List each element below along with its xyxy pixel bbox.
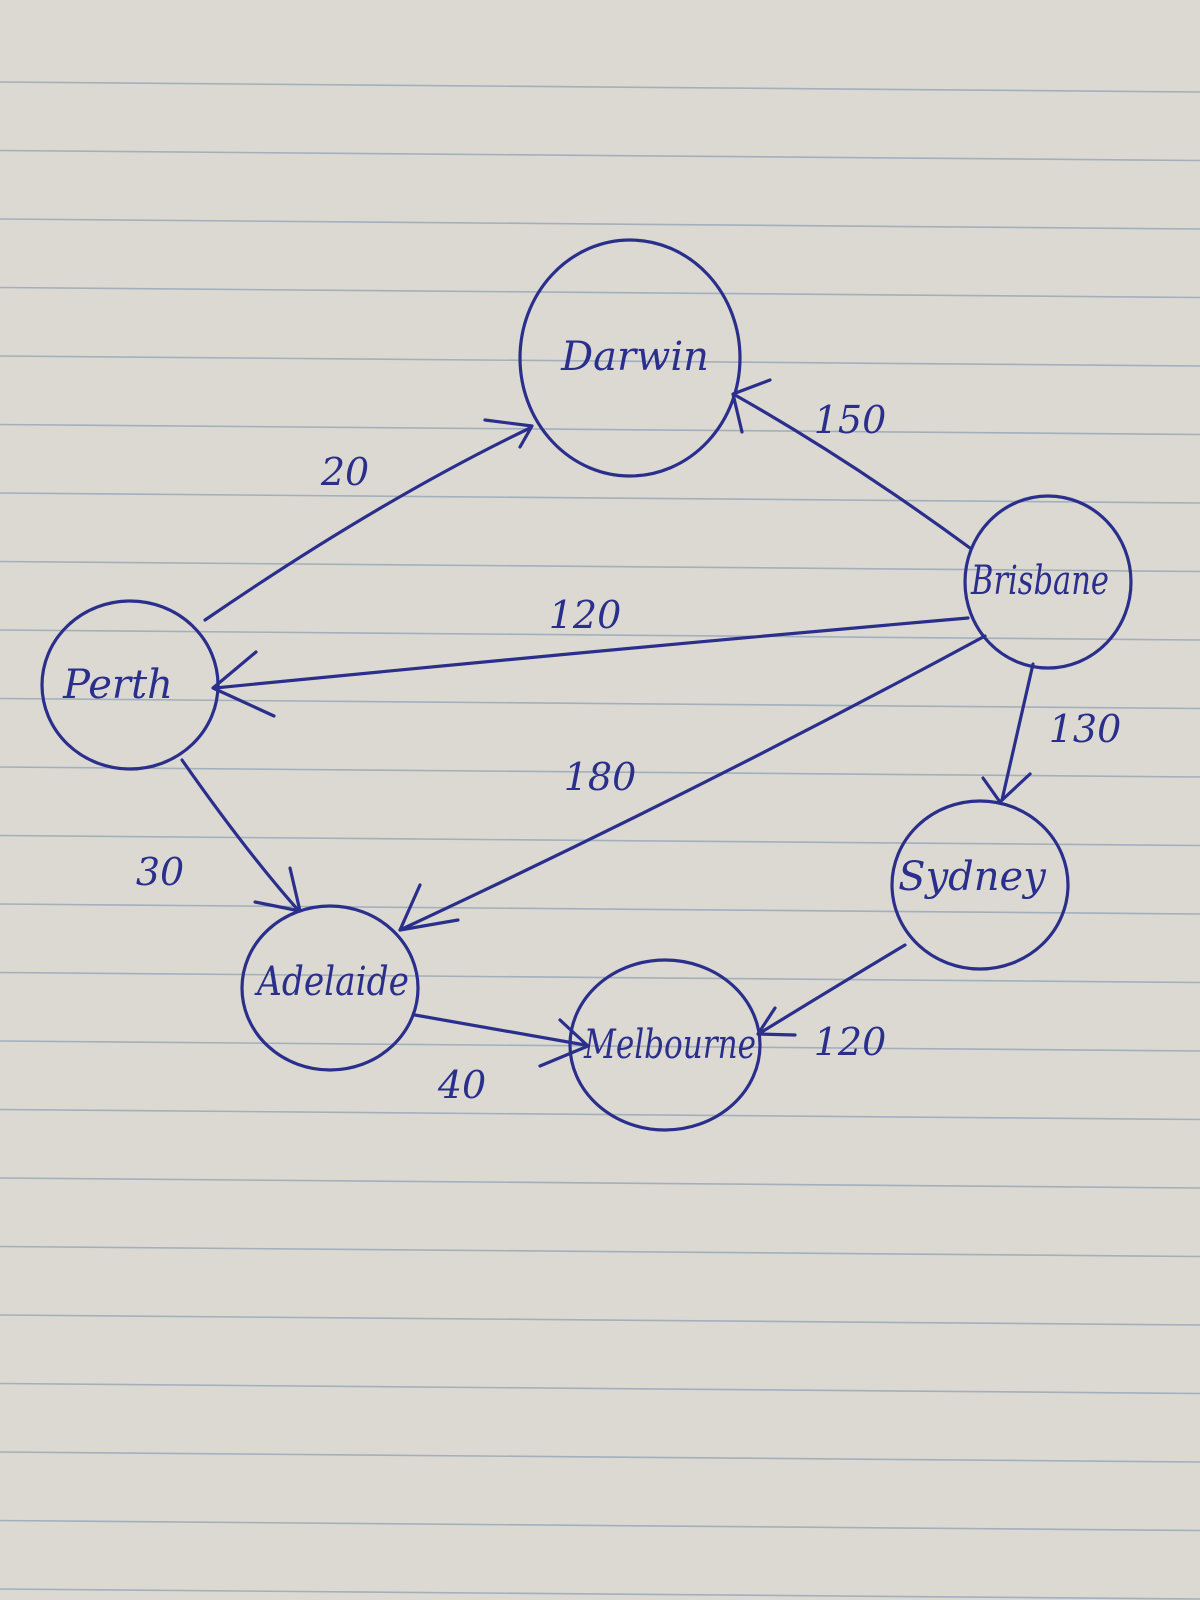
ruled-line xyxy=(0,1314,1200,1326)
ruled-line xyxy=(0,697,1200,710)
ruled-line xyxy=(0,971,1200,984)
ruled-line xyxy=(0,355,1200,367)
node-circle xyxy=(518,238,742,478)
node-circle xyxy=(963,494,1133,670)
edge-adelaide-melbourne xyxy=(413,1013,590,1068)
edge-brisbane-perth xyxy=(211,616,970,718)
weight-adelaide-melbourne: 40 xyxy=(437,1063,486,1107)
arrowhead xyxy=(211,650,276,718)
ruled-line xyxy=(0,1245,1200,1258)
ruled-line xyxy=(0,766,1200,778)
node-brisbane: Brisbane xyxy=(963,494,1133,670)
ruled-line xyxy=(0,149,1200,162)
ruled-line xyxy=(0,560,1200,573)
edge-brisbane-adelaide xyxy=(398,634,987,932)
edge-brisbane-sydney xyxy=(981,662,1035,804)
node-label: Darwin xyxy=(560,334,709,380)
ruled-line xyxy=(0,834,1200,847)
node-circle xyxy=(240,904,420,1072)
ruled-line xyxy=(0,1040,1200,1052)
node-circle xyxy=(890,799,1070,971)
weight-brisbane-darwin: 150 xyxy=(814,398,887,442)
arrowhead xyxy=(483,418,534,449)
arrowhead xyxy=(398,883,460,932)
ruled-line xyxy=(0,218,1200,230)
edges xyxy=(180,378,1035,1068)
node-perth: Perth xyxy=(40,599,220,771)
node-label: Brisbane xyxy=(970,558,1109,604)
node-melbourne: Melbourne xyxy=(568,958,762,1132)
ruled-line xyxy=(0,1588,1200,1600)
arrowhead xyxy=(731,378,772,434)
edge-weights: 20 150 120 130 180 30 40 120 xyxy=(136,398,1121,1107)
ruled-line xyxy=(0,492,1200,504)
notebook-ruled-lines xyxy=(0,81,1200,1600)
nodes: Darwin Brisbane Perth Sydney Adelaide Me… xyxy=(40,238,1133,1132)
ruled-line xyxy=(0,1108,1200,1121)
node-label: Perth xyxy=(62,662,173,708)
node-label: Adelaide xyxy=(254,959,409,1005)
node-sydney: Sydney xyxy=(890,799,1070,971)
weight-brisbane-adelaide: 180 xyxy=(564,755,637,799)
weight-sydney-melbourne: 120 xyxy=(814,1020,887,1064)
edge-perth-adelaide xyxy=(180,758,302,913)
ruled-line xyxy=(0,423,1200,436)
weight-perth-adelaide: 30 xyxy=(136,850,184,894)
ruled-line xyxy=(0,1451,1200,1463)
node-label: Melbourne xyxy=(583,1022,756,1068)
ruled-line xyxy=(0,1177,1200,1189)
ruled-line xyxy=(0,903,1200,915)
node-label: Sydney xyxy=(898,854,1047,900)
node-circle xyxy=(568,958,762,1132)
node-adelaide: Adelaide xyxy=(240,904,420,1072)
ruled-line xyxy=(0,1519,1200,1532)
weight-brisbane-perth: 120 xyxy=(549,593,622,637)
edge-perth-darwin xyxy=(203,418,534,622)
node-darwin: Darwin xyxy=(518,238,742,478)
ruled-line xyxy=(0,286,1200,299)
node-circle xyxy=(40,599,220,771)
arrowhead xyxy=(538,1018,590,1068)
weight-brisbane-sydney: 130 xyxy=(1049,707,1122,751)
ruled-line xyxy=(0,81,1200,93)
edge-brisbane-darwin xyxy=(731,378,972,550)
weight-perth-darwin: 20 xyxy=(320,450,369,494)
ruled-line xyxy=(0,1382,1200,1395)
